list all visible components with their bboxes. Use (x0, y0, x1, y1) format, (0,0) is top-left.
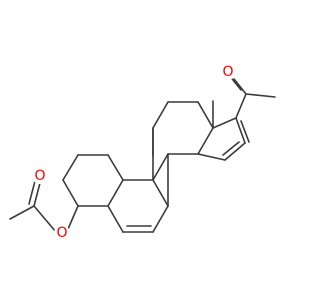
acetyl-group (228, 74, 276, 119)
ring-a (62, 154, 124, 207)
bond (67, 205, 79, 230)
bond (107, 154, 124, 181)
ring-b (107, 179, 169, 233)
bond (197, 153, 226, 161)
bond (33, 205, 57, 233)
ester-oxygen: O (54, 225, 70, 241)
bond (152, 205, 169, 233)
bond (33, 182, 41, 207)
bond (152, 179, 169, 207)
atom-label-ketone-o: O (222, 64, 233, 80)
bond (235, 93, 247, 119)
bond (245, 93, 276, 98)
bond (197, 101, 214, 129)
bond (152, 153, 169, 181)
bond (152, 101, 169, 129)
bond (107, 179, 124, 207)
atom-background (54, 225, 70, 241)
bond-double (28, 180, 36, 205)
atom-background (32, 168, 48, 184)
ring-d (197, 117, 250, 161)
bond (9, 205, 35, 220)
bond-double (240, 120, 250, 143)
bond (235, 117, 246, 144)
methyl-groups (152, 100, 214, 157)
bond (62, 179, 79, 207)
ketone-oxygen: O (220, 64, 236, 80)
bond (224, 142, 246, 161)
atom-label-acetate-carbonyl-o: O (34, 168, 45, 184)
bond (212, 117, 237, 129)
acetate-carbonyl-oxygen: O (32, 168, 48, 184)
atom-label-ester-o: O (56, 225, 67, 241)
bond (62, 154, 79, 181)
bond (233, 78, 247, 95)
structure-canvas: O O O (9, 64, 276, 241)
atom-background (220, 64, 236, 80)
bond (107, 205, 124, 233)
bond-double (222, 141, 240, 156)
bond (197, 127, 214, 155)
acetate-group (9, 180, 79, 233)
ring-c (152, 101, 214, 207)
